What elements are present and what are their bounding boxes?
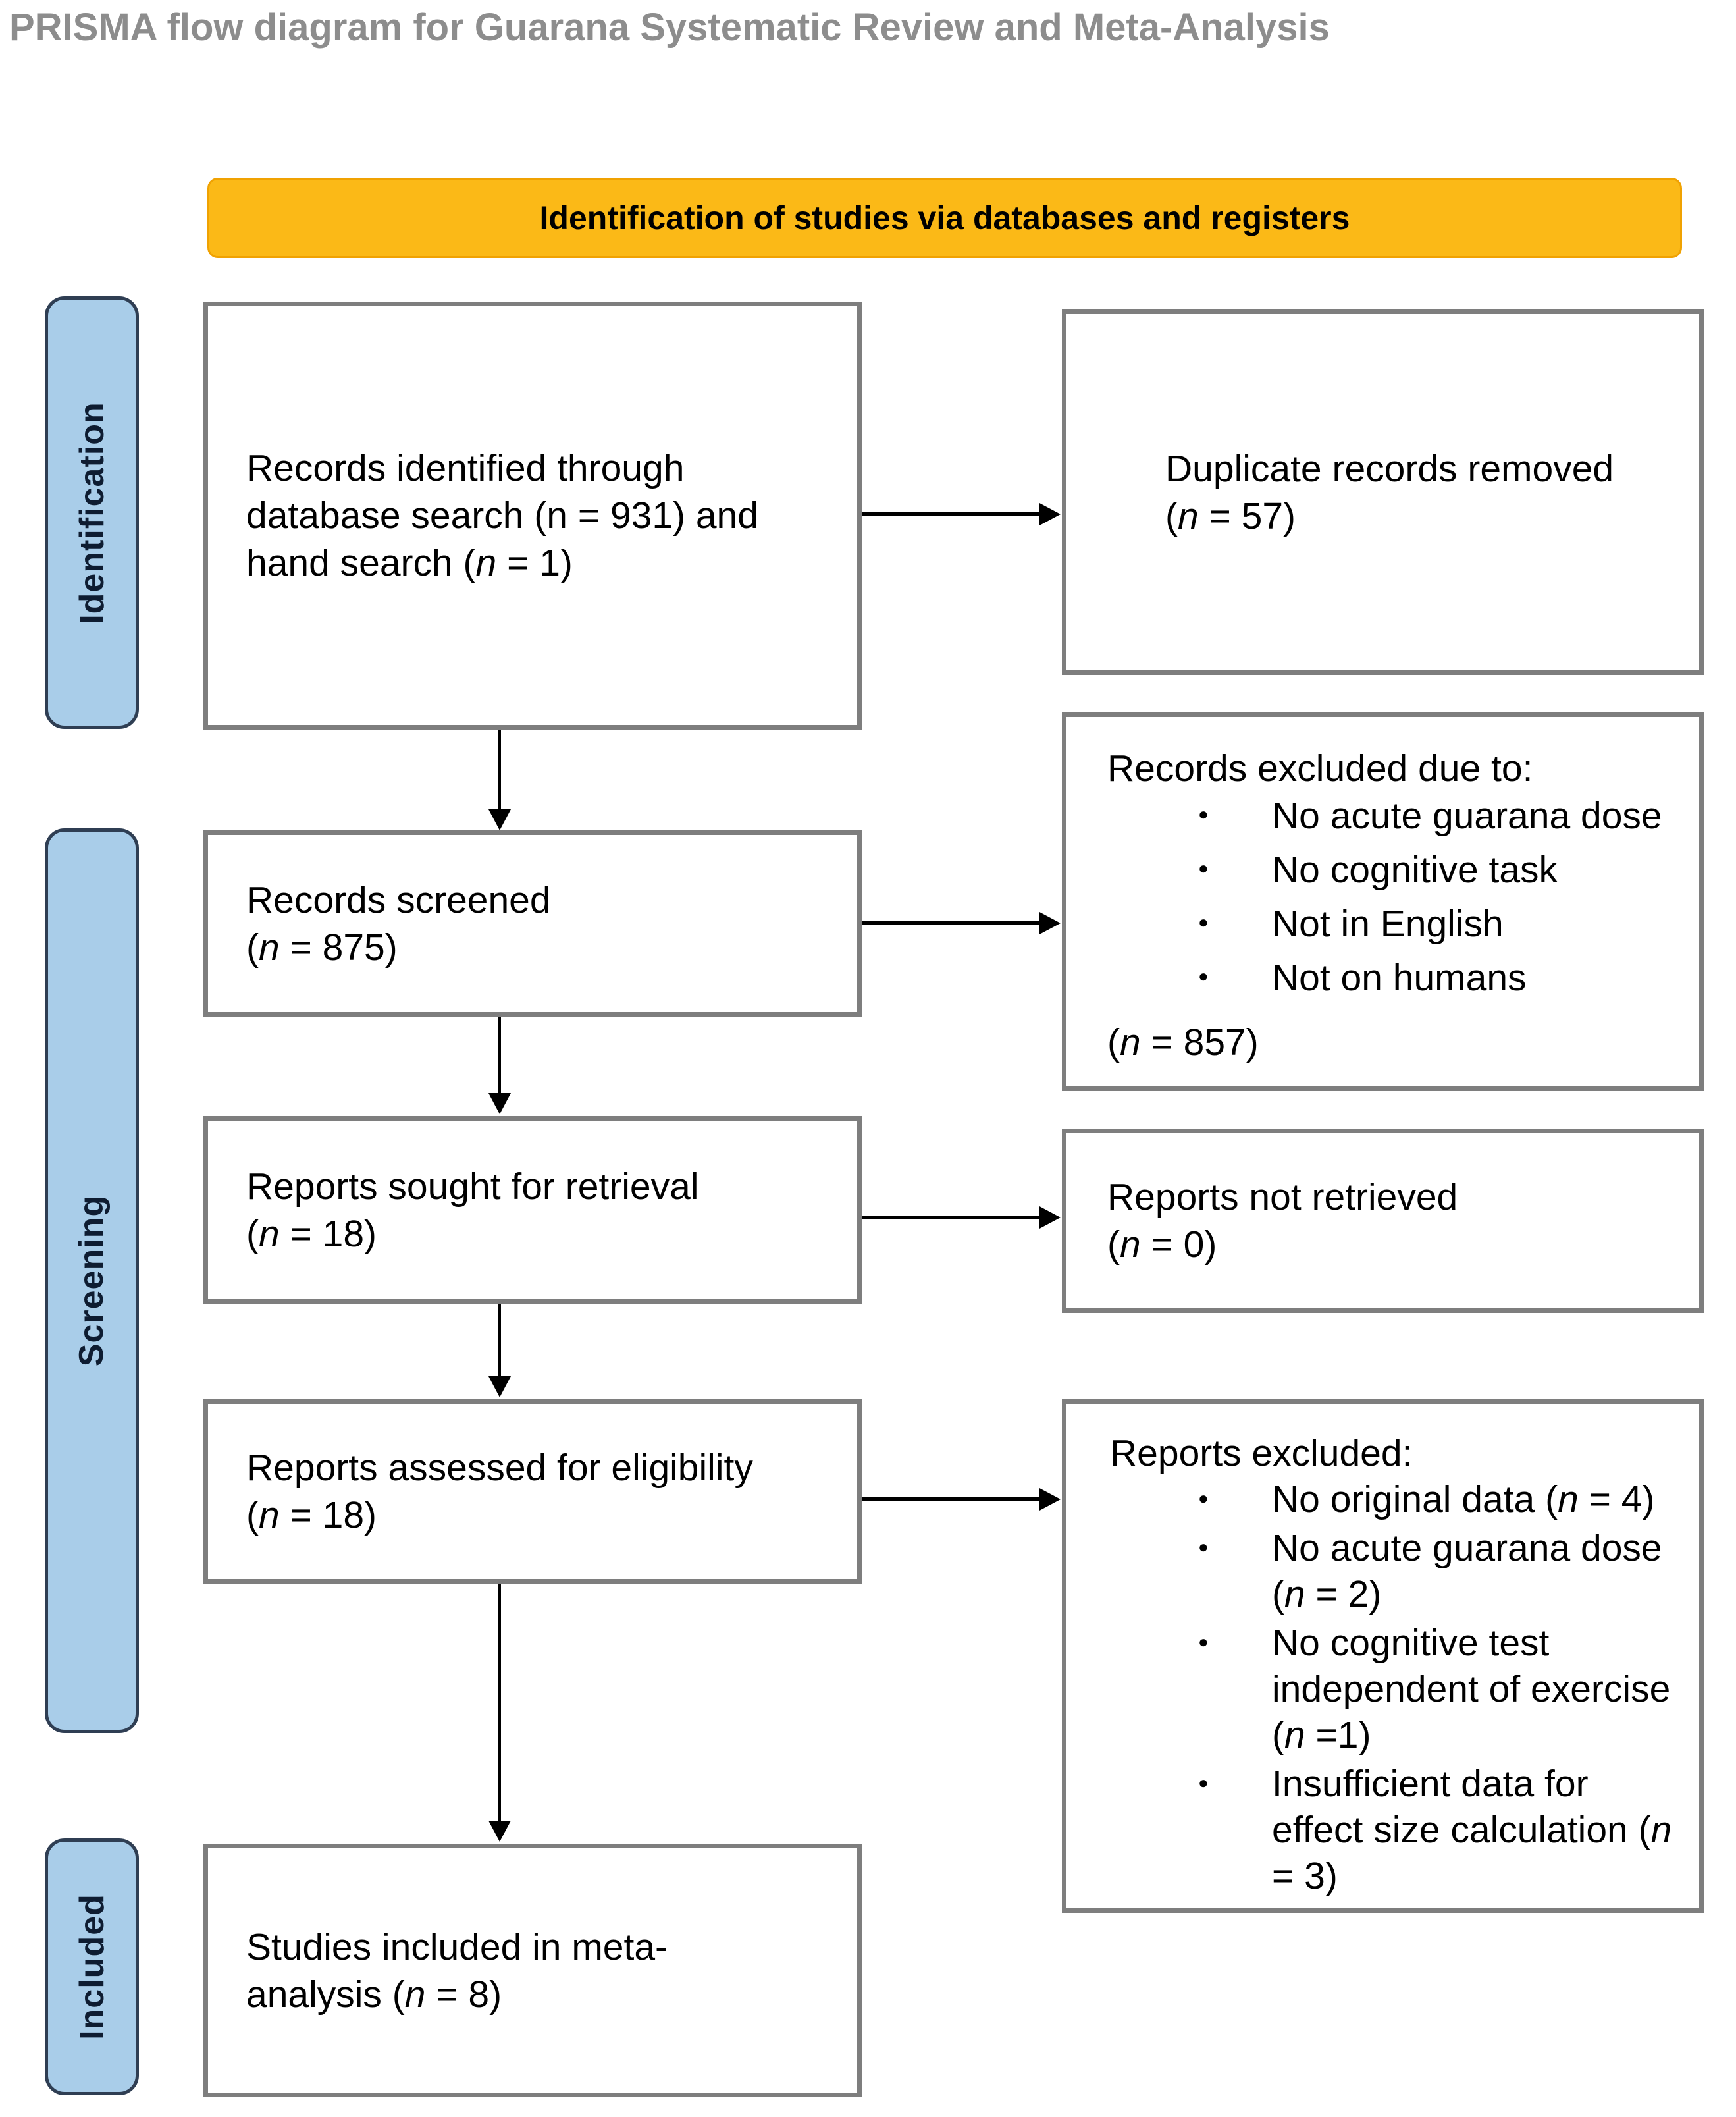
records-screened-box: Records screened (n = 875) [203, 830, 862, 1017]
banner-label: Identification of studies via databases … [539, 200, 1350, 236]
box-line: Reports assessed for eligibility [246, 1447, 753, 1489]
records-excluded-bullet-list: No acute guarana dose No cognitive task … [1107, 792, 1679, 1008]
arrow-identified-to-duplicates [862, 512, 1041, 516]
box-line: (n = 18) [246, 1494, 377, 1536]
arrow-screened-to-excluded [862, 921, 1041, 925]
studies-included-box: Studies included in meta- analysis (n = … [203, 1844, 862, 2097]
reports-assessed-box: Reports assessed for eligibility (n = 18… [203, 1399, 862, 1584]
reports-not-retrieved-box: Reports not retrieved (n = 0) [1062, 1129, 1704, 1313]
records-identified-box: Records identified through database sear… [203, 302, 862, 730]
arrow-sought-to-not-retrieved [862, 1216, 1041, 1219]
records-excluded-box: Records excluded due to: No acute guaran… [1062, 712, 1704, 1091]
bullet-item: No acute guarana dose (n = 2) [1198, 1525, 1679, 1617]
box-line: analysis (n = 8) [246, 1973, 502, 2016]
box-line: (n = 0) [1107, 1223, 1217, 1266]
arrow-assessed-to-included [498, 1584, 501, 1822]
box-line: Reports sought for retrieval [246, 1165, 699, 1208]
sidebar-stage-identification: Identification [45, 296, 139, 729]
box-line: Reports excluded: [1110, 1432, 1413, 1474]
arrow-sought-to-assessed [498, 1304, 501, 1378]
box-line: Records identified through [246, 447, 685, 489]
banner: Identification of studies via databases … [207, 178, 1682, 258]
reports-sought-box: Reports sought for retrieval (n = 18) [203, 1116, 862, 1304]
box-line: Duplicate records removed [1165, 447, 1614, 490]
bullet-item: Not in English [1198, 900, 1679, 948]
arrow-screened-to-sought [498, 1017, 501, 1094]
reports-excluded-bullet-list: No original data (n = 4) No acute guaran… [1110, 1476, 1679, 1899]
arrow-identified-to-screened [498, 730, 501, 811]
duplicates-removed-box: Duplicate records removed (n = 57) [1062, 309, 1704, 675]
page-title: PRISMA flow diagram for Guarana Systemat… [9, 6, 1330, 49]
sidebar-stage-screening-label: Screening [72, 1194, 111, 1367]
box-line: (n = 57) [1165, 495, 1296, 537]
reports-excluded-box: Reports excluded: No original data (n = … [1062, 1399, 1704, 1913]
sidebar-stage-identification-label: Identification [72, 401, 111, 624]
box-line: (n = 857) [1107, 1021, 1259, 1063]
arrow-assessed-to-reports-excluded [862, 1497, 1041, 1501]
box-line: hand search (n = 1) [246, 542, 573, 584]
bullet-item: Insufficient data for effect size calcul… [1198, 1761, 1679, 1899]
sidebar-stage-screening: Screening [45, 828, 139, 1733]
sidebar-stage-included-label: Included [72, 1894, 111, 2040]
box-line: Reports not retrieved [1107, 1176, 1458, 1218]
bullet-item: No cognitive task [1198, 846, 1679, 894]
box-line: Records screened [246, 878, 551, 921]
bullet-item: No original data (n = 4) [1198, 1476, 1679, 1522]
bullet-item: Not on humans [1198, 954, 1679, 1002]
bullet-item: No cognitive test independent of exercis… [1198, 1620, 1679, 1758]
box-line: Studies included in meta- [246, 1925, 668, 1968]
bullet-item: No acute guarana dose [1198, 792, 1679, 840]
sidebar-stage-included: Included [45, 1838, 139, 2095]
box-line: (n = 875) [246, 926, 398, 969]
box-line: database search (n = 931) and [246, 495, 758, 537]
box-line: (n = 18) [246, 1212, 377, 1255]
box-line: Records excluded due to: [1107, 747, 1533, 790]
